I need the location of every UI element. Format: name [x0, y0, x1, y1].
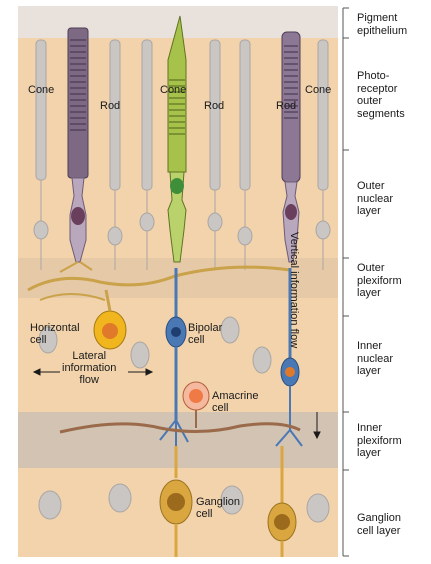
- cone-left: [68, 28, 88, 262]
- label-amacrine-cell: Amacrine cell: [212, 390, 258, 414]
- layer-brackets: [343, 8, 349, 556]
- label-rod-left: Rod: [100, 100, 120, 112]
- layer-photoreceptor-outer-segments: Photo- receptor outer segments: [357, 70, 405, 120]
- label-cone-middle: Cone: [160, 84, 186, 96]
- layer-inner-plexiform: Inner plexiform layer: [357, 422, 402, 460]
- layer-outer-nuclear: Outer nuclear layer: [357, 180, 393, 218]
- label-ganglion-cell: Ganglion cell: [196, 496, 240, 520]
- label-cone-left: Cone: [28, 84, 54, 96]
- rod-right-colored: [282, 32, 300, 262]
- label-lateral-flow: Lateral information flow: [62, 350, 116, 386]
- cone-middle: [168, 16, 186, 262]
- layer-ganglion-cell: Ganglion cell layer: [357, 512, 401, 537]
- label-bipolar-cell: Bipolar cell: [188, 322, 222, 346]
- label-rod-right: Rod: [276, 100, 296, 112]
- layer-outer-plexiform: Outer plexiform layer: [357, 262, 402, 300]
- layer-pigment-epithelium: Pigment epithelium: [357, 12, 407, 37]
- label-horizontal-cell: Horizontal cell: [30, 322, 80, 346]
- label-rod-middle: Rod: [204, 100, 224, 112]
- layer-inner-nuclear: Inner nuclear layer: [357, 340, 393, 378]
- label-cone-right: Cone: [305, 84, 331, 96]
- label-vertical-flow: Vertical information flow: [288, 232, 300, 422]
